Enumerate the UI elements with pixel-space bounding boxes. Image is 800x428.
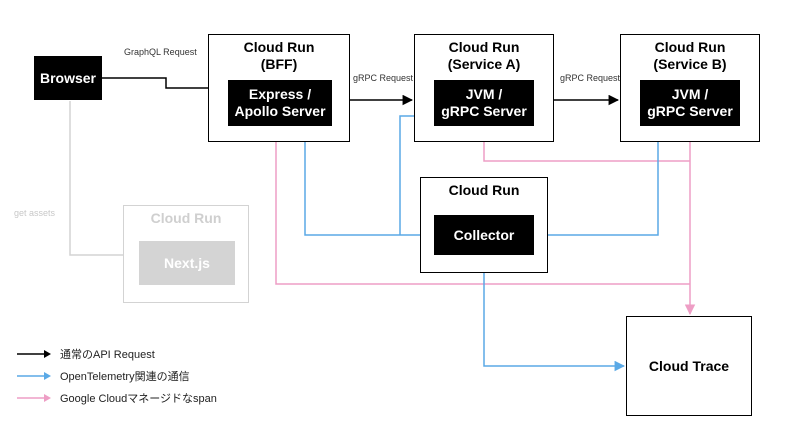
cloud-run-bff-title: Cloud Run (BFF) [243, 39, 315, 72]
cloud-run-nextjs-title: Cloud Run [150, 210, 222, 226]
service-b-jvm-node: JVM / gRPC Server [640, 80, 740, 126]
service-a-jvm-node: JVM / gRPC Server [434, 80, 534, 126]
legend-item-api-request: 通常のAPI Request [16, 346, 155, 362]
edge-otel-collector-to-trace [483, 255, 626, 372]
legend-label-api-request: 通常のAPI Request [60, 349, 155, 361]
label-grpc-request-2: gRPC Request [560, 73, 621, 83]
label-grpc-request-1: gRPC Request [353, 73, 414, 83]
cloud-run-collector-title: Cloud Run [448, 182, 520, 198]
edge-get-assets [69, 101, 140, 261]
cloud-run-service-a-title: Cloud Run (Service A) [447, 39, 521, 72]
legend-item-managed-span: Google Cloudマネージドなspan [16, 390, 217, 406]
edge-otel-bff-to-collector [304, 126, 434, 241]
label-graphql-request: GraphQL Request [124, 47, 197, 57]
legend-label-opentelemetry: OpenTelemetry関連の通信 [60, 371, 190, 383]
edge-otel-service-b-to-collector [534, 126, 659, 241]
legend-arrow-pink [17, 394, 51, 402]
legend-arrow-blue [17, 372, 51, 380]
cloud-trace-box: Cloud Trace [626, 316, 752, 416]
browser-node: Browser [34, 56, 102, 100]
cloud-run-service-b-title: Cloud Run (Service B) [653, 39, 727, 72]
label-get-assets: get assets [14, 208, 56, 218]
express-apollo-node: Express / Apollo Server [228, 80, 332, 126]
cloud-trace-label: Cloud Trace [648, 358, 730, 374]
nextjs-node: Next.js [139, 241, 235, 285]
edge-span-service-a-to-trace [483, 141, 690, 162]
collector-node: Collector [434, 215, 534, 255]
legend-label-managed-span: Google Cloudマネージドなspan [60, 393, 217, 405]
edge-graphql-request [102, 77, 228, 94]
legend-arrow-black [17, 350, 51, 358]
legend-item-opentelemetry: OpenTelemetry関連の通信 [16, 368, 190, 384]
edge-span-bff-to-trace [275, 141, 690, 285]
